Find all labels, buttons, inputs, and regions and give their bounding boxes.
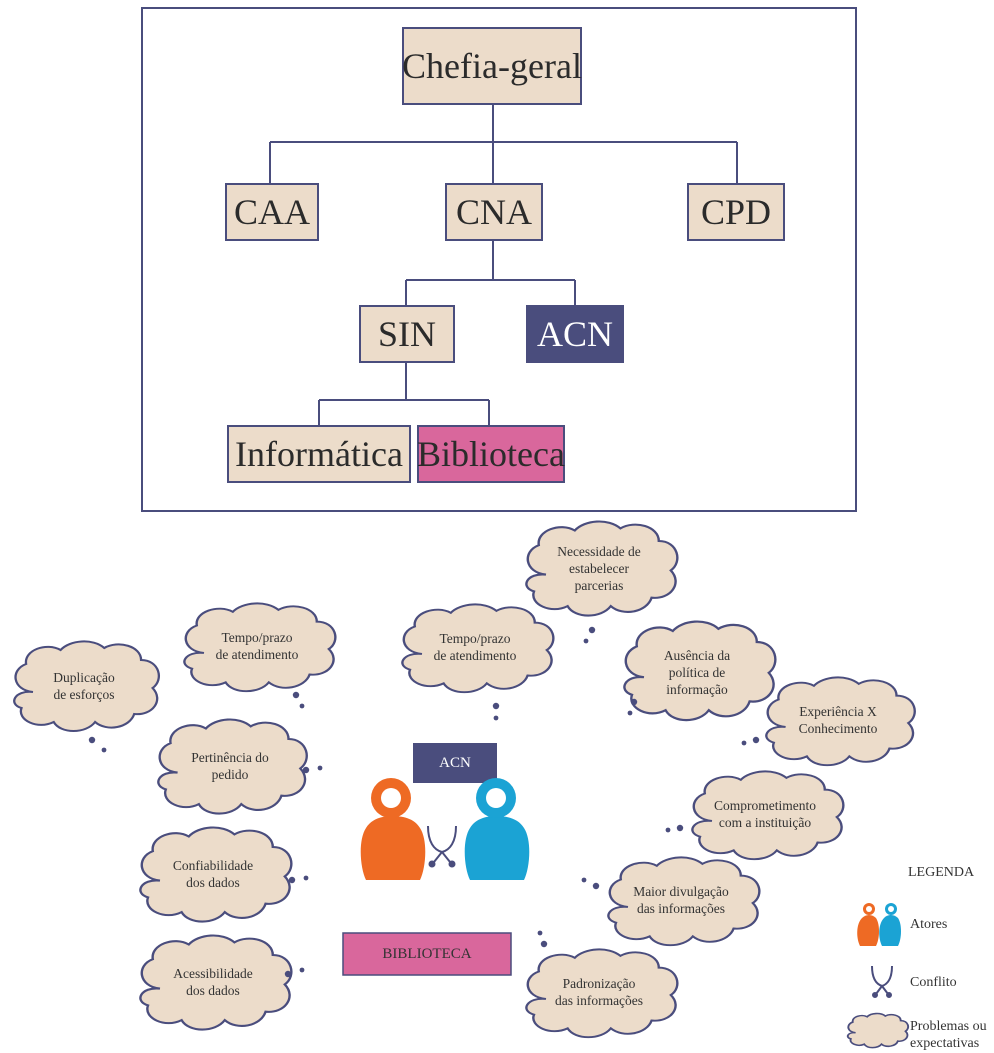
actor-orange-icon bbox=[360, 778, 426, 880]
cloud-text-acessibilidade: Acessibilidade dos dados bbox=[173, 966, 253, 998]
cloud-text-parcerias: Necessidade de estabelecer parcerias bbox=[557, 543, 641, 593]
legend-actors-label: Atores bbox=[910, 917, 948, 932]
legend-problems-label: Problemas ou expectativas bbox=[910, 1019, 987, 1051]
legend-cloud-icon bbox=[846, 1012, 910, 1049]
box-cpd bbox=[687, 183, 785, 241]
legend-actors-icon bbox=[857, 903, 901, 946]
cloud-text-duplicacao: Duplicação de esforços bbox=[53, 670, 115, 702]
conflict-icon bbox=[427, 825, 457, 868]
label-acn: ACN bbox=[536, 314, 613, 354]
thought-dots bbox=[88, 626, 760, 978]
tag-acn-label: ACN bbox=[439, 754, 471, 771]
legend-conflict-icon bbox=[871, 965, 893, 998]
tag-biblioteca bbox=[342, 932, 512, 976]
legend-conflict-label: Conflito bbox=[910, 975, 957, 990]
label-sin: SIN bbox=[377, 314, 436, 354]
label-cpd: CPD bbox=[700, 192, 772, 232]
org-connectors bbox=[269, 104, 738, 426]
cloud-text-experiencia: Experiência X Conhecimento bbox=[798, 704, 878, 736]
legend-title: LEGENDA bbox=[908, 865, 975, 880]
label-cna: CNA bbox=[455, 192, 532, 232]
cloud-text-confiabilidade: Confiabilidade dos dados bbox=[172, 858, 254, 890]
label-caa: CAA bbox=[233, 192, 310, 232]
box-informatica bbox=[227, 425, 411, 483]
cloud-text-padronizacao: Padronização das informações bbox=[554, 976, 644, 1008]
tag-acn bbox=[413, 743, 497, 783]
cloud-text-comprometimento: Comprometimento com a instituição bbox=[714, 798, 816, 830]
cloud-text-pertinencia: Pertinência do pedido bbox=[191, 750, 269, 782]
box-caa bbox=[225, 183, 319, 241]
label-biblioteca: Biblioteca bbox=[417, 434, 565, 474]
box-sin bbox=[359, 305, 455, 363]
tag-biblioteca-label: BIBLIOTECA bbox=[382, 945, 472, 962]
label-informatica: Informática bbox=[235, 434, 403, 474]
box-cna bbox=[445, 183, 543, 241]
box-biblioteca bbox=[417, 425, 565, 483]
cloud-text-tempo-right: Tempo/prazo de atendimento bbox=[433, 631, 517, 663]
actor-blue-icon bbox=[464, 778, 530, 880]
label-chefia-geral: Chefia-geral bbox=[402, 46, 582, 86]
cloud-text-ausencia: Ausência da política de informação bbox=[663, 647, 731, 697]
box-acn bbox=[526, 305, 624, 363]
cloud-text-tempo-left: Tempo/prazo de atendimento bbox=[215, 630, 299, 662]
org-chart-frame bbox=[141, 7, 857, 512]
box-chefia-geral bbox=[402, 27, 582, 105]
cloud-text-divulgacao: Maior divulgação das informações bbox=[633, 884, 729, 916]
